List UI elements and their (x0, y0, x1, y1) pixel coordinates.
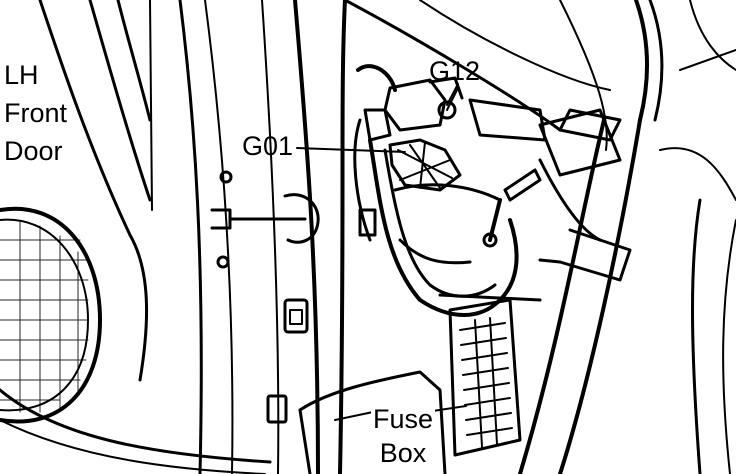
door-label: LH Front Door (4, 56, 104, 170)
door-panel (0, 0, 272, 474)
ground-g12-label: G12 (429, 56, 481, 86)
ground-terminal-g01 (388, 138, 462, 192)
fuse-box-label-line-2: Box (379, 438, 427, 468)
callout-leaders (296, 83, 467, 421)
wiring-harness (353, 64, 602, 317)
ground-terminal-g12 (437, 87, 459, 120)
speaker-icon (0, 206, 102, 424)
fuse-box-label: Fuse Box (371, 402, 436, 470)
door-label-line-2: Front (4, 98, 68, 128)
door-label-line-1: LH (4, 60, 39, 90)
fuse-box-icon (298, 298, 522, 474)
ground-g01-label: G01 (242, 131, 294, 161)
door-pillar (210, 0, 347, 474)
fuse-box-label-line-1: Fuse (373, 404, 434, 434)
door-label-line-3: Door (4, 136, 63, 166)
